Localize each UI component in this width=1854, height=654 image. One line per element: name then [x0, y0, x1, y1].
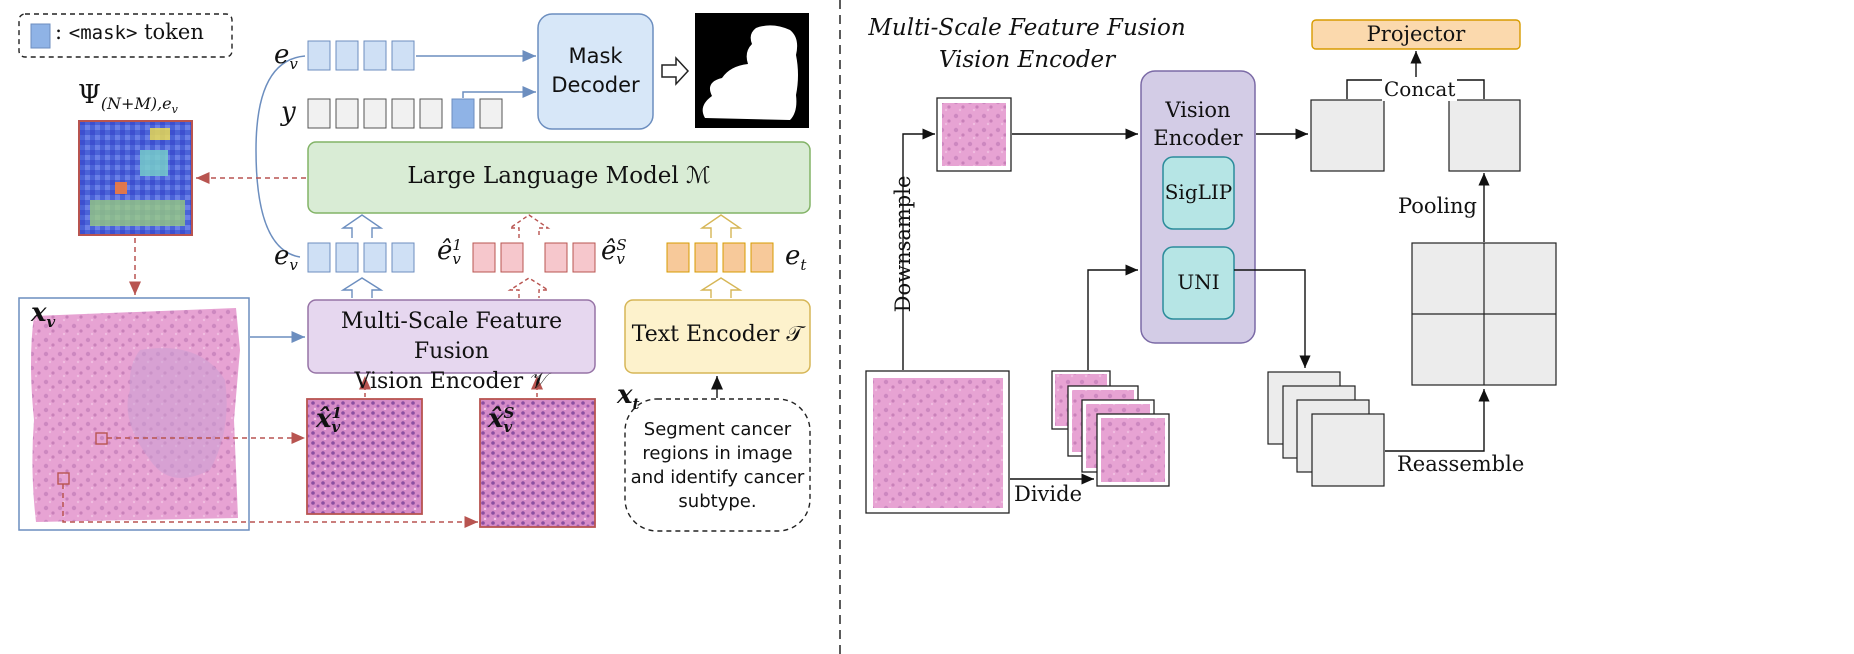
- projector-label: Projector: [1366, 22, 1466, 46]
- right-ve-line1: Vision: [1165, 98, 1231, 122]
- ev-symbol-bottom: e: [274, 241, 290, 271]
- ev-tokens-bottom: [307, 242, 415, 273]
- legend-prefix: :: [55, 20, 63, 44]
- llm-label: Large Language Model ℳ: [407, 163, 711, 189]
- concat-label: Concat: [1382, 77, 1458, 101]
- segmentation-mask: [695, 13, 809, 128]
- text-encoder-label: Text Encoder 𝒯: [631, 322, 804, 347]
- attention-heatmap: [78, 120, 193, 236]
- mask-token: [451, 98, 475, 129]
- x1-sub: v: [331, 418, 341, 436]
- reassembled-grid: [1411, 242, 1557, 386]
- eS-sub: v: [616, 250, 625, 268]
- x1-symbol: x̂: [316, 404, 332, 434]
- divide-label: Divide: [1014, 482, 1083, 506]
- divided-tiles: [1051, 370, 1170, 487]
- psi-sub: (N+M),e: [100, 94, 172, 114]
- right-input-image: [873, 378, 1003, 508]
- vision-encoder-line1: Multi-Scale Feature Fusion: [340, 309, 563, 364]
- et-symbol: e: [785, 241, 801, 271]
- prompt-line2: regions in image: [642, 443, 793, 464]
- patch-scale-1: [306, 398, 423, 515]
- xv-sub: v: [46, 313, 56, 332]
- eS-sup: S: [616, 236, 627, 254]
- right-ve-line2: Encoder: [1153, 126, 1243, 150]
- ev-label-top: ev: [274, 40, 298, 73]
- e1-sub: v: [452, 250, 461, 268]
- psi-symbol: Ψ: [78, 80, 101, 110]
- mask-decoder-line2: Decoder: [551, 73, 640, 97]
- text-encoder-box: [624, 299, 811, 374]
- eS-symbol: ê: [601, 236, 617, 266]
- output-tokens-y: [307, 98, 503, 129]
- reassemble-label: Reassemble: [1397, 452, 1525, 476]
- vision-encoder-label: Multi-Scale Feature Fusion Vision Encode…: [308, 307, 595, 397]
- xS-symbol: x̂: [488, 404, 504, 434]
- xt-label: xt: [617, 380, 639, 413]
- right-title-line2: Vision Encoder: [938, 47, 1116, 73]
- ev-symbol: e: [274, 40, 290, 70]
- downsample-label: Downsample: [891, 175, 915, 313]
- prompt-text: Segment cancer regions in image and iden…: [625, 418, 810, 514]
- output-arrow-icon: [661, 56, 690, 86]
- et-tokens: [666, 242, 774, 273]
- siglip-label: SigLIP: [1164, 180, 1233, 204]
- psi-sub2: v: [171, 103, 178, 117]
- uni-label: UNI: [1177, 270, 1220, 294]
- mask-decoder-line1: Mask: [568, 44, 623, 68]
- legend-code: <mask>: [68, 22, 138, 44]
- vision-encoder-box: [307, 299, 596, 374]
- patch-scale-S: [479, 398, 596, 528]
- prompt-line3: and identify cancer: [630, 467, 805, 488]
- e1-tokens: [472, 242, 524, 273]
- xS-sup: S: [503, 404, 515, 422]
- et-sub: t: [800, 256, 807, 275]
- et-label: et: [785, 241, 806, 274]
- right-title: Multi-Scale Feature Fusion Vision Encode…: [862, 12, 1192, 76]
- downsampled-image: [942, 103, 1006, 166]
- xt-symbol: x: [617, 380, 633, 410]
- xt-sub: t: [632, 395, 640, 414]
- e1-sup: 1: [452, 236, 462, 254]
- vision-encoder-line2: Vision Encoder 𝒱: [354, 369, 549, 394]
- ev-label-bottom: ev: [274, 241, 298, 274]
- uni-box: [1162, 246, 1235, 320]
- stacked-features: [1267, 371, 1385, 487]
- xv-symbol: x: [31, 298, 47, 328]
- e1-symbol: ê: [437, 236, 453, 266]
- mask-decoder-box: [537, 13, 654, 130]
- siglip-box: [1162, 156, 1235, 230]
- global-feature: [1310, 99, 1385, 172]
- eS-tokens: [544, 242, 596, 273]
- projector-box: [1311, 19, 1521, 50]
- psi-label: Ψ(N+M),ev: [78, 80, 178, 116]
- y-label: y: [281, 97, 296, 127]
- right-ve-label: Vision Encoder: [1141, 96, 1255, 152]
- legend-text: : <mask> token: [55, 20, 204, 44]
- mask-decoder-label: Mask Decoder: [538, 42, 653, 100]
- ev-sub-bottom: v: [289, 256, 298, 275]
- prompt-line1: Segment cancer: [643, 419, 792, 440]
- ev-sub: v: [289, 55, 298, 74]
- llm-box: [307, 141, 811, 214]
- xv-label: xv: [31, 298, 55, 331]
- x1-sup: 1: [331, 404, 342, 422]
- pooled-feature: [1448, 99, 1521, 172]
- legend: [18, 13, 233, 58]
- right-title-line1: Multi-Scale Feature Fusion: [868, 15, 1186, 41]
- prompt-bubble: [624, 398, 811, 532]
- mask-token-swatch: [30, 23, 51, 49]
- pooling-label: Pooling: [1398, 194, 1477, 218]
- legend-suffix: token: [144, 20, 204, 44]
- prompt-line4: subtype.: [678, 491, 757, 512]
- xS-sub: v: [503, 418, 513, 436]
- ev-tokens-top: [307, 40, 415, 71]
